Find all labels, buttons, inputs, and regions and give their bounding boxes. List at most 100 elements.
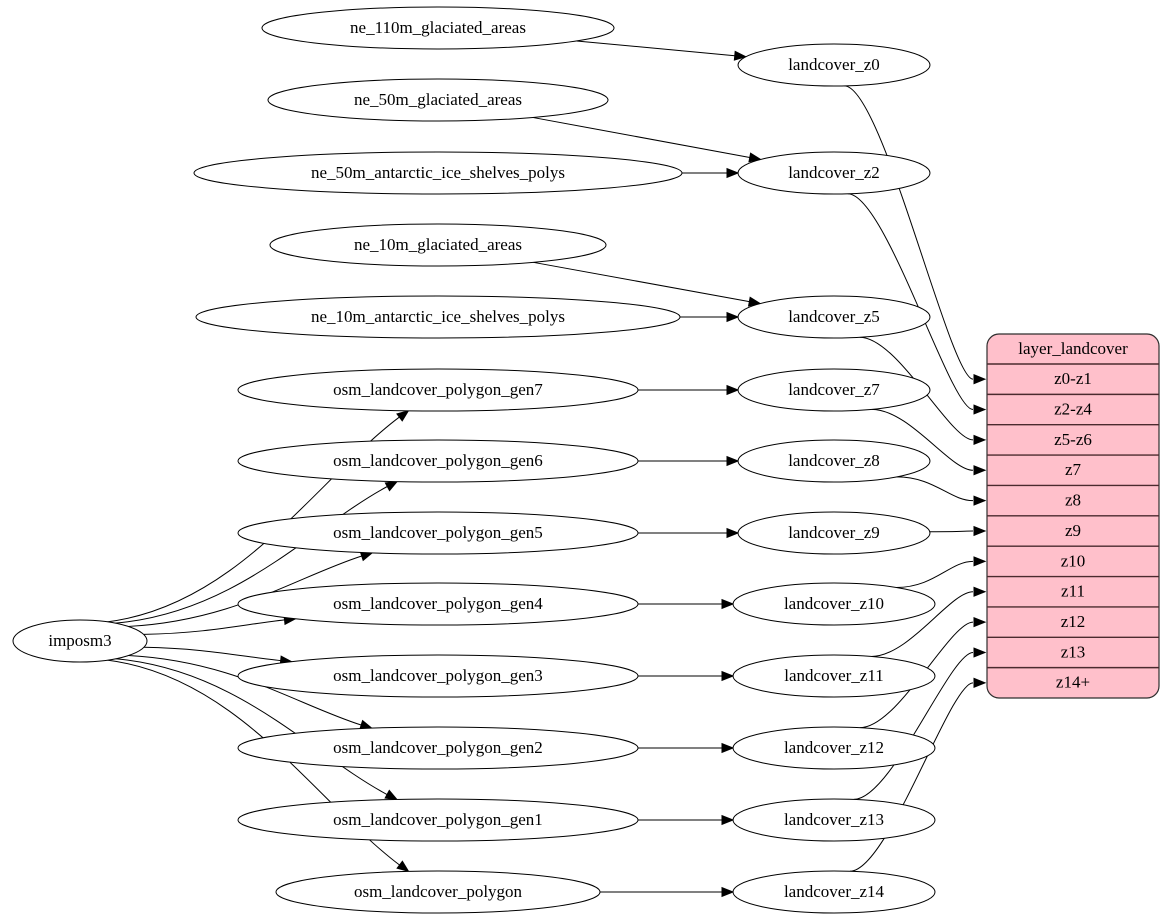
table-row-label: z11 xyxy=(1061,582,1085,601)
node-label: landcover_z11 xyxy=(784,666,883,685)
node-shape xyxy=(237,511,639,555)
table-row[interactable]: z5-z6 xyxy=(1054,430,1092,449)
node-landcover_z12[interactable]: landcover_z12 xyxy=(732,726,936,770)
table-row[interactable]: z7 xyxy=(1065,460,1082,479)
node-shape xyxy=(732,870,936,914)
table-row[interactable]: z2-z4 xyxy=(1054,399,1092,418)
edge-landcover_z11-to-layer_landcover_z11 xyxy=(871,591,974,657)
table-row-label: z10 xyxy=(1061,551,1086,570)
node-shape xyxy=(261,6,615,50)
node-osm_landcover_polygon_gen4[interactable]: osm_landcover_polygon_gen4 xyxy=(237,582,639,626)
node-landcover_z8[interactable]: landcover_z8 xyxy=(737,439,931,483)
arrow-head xyxy=(396,860,410,873)
arrow-head-shape xyxy=(973,434,987,446)
node-label: ne_10m_glaciated_areas xyxy=(354,235,522,254)
node-osm_landcover_polygon_gen1[interactable]: osm_landcover_polygon_gen1 xyxy=(237,798,639,842)
node-osm_landcover_polygon_gen2[interactable]: osm_landcover_polygon_gen2 xyxy=(237,726,639,770)
node-label: osm_landcover_polygon_gen7 xyxy=(333,380,543,399)
arrow-head xyxy=(973,525,987,537)
arrow-head xyxy=(726,455,740,467)
arrow-head-shape xyxy=(384,480,399,492)
node-landcover_z5[interactable]: landcover_z5 xyxy=(737,295,931,339)
node-shape xyxy=(195,295,681,339)
node-osm_landcover_polygon_gen3[interactable]: osm_landcover_polygon_gen3 xyxy=(237,654,639,698)
edge-landcover_z8-to-layer_landcover_z8 xyxy=(896,476,974,502)
arrow-head xyxy=(384,480,399,492)
arrow-head-shape xyxy=(726,455,740,467)
node-osm_landcover_polygon_gen7[interactable]: osm_landcover_polygon_gen7 xyxy=(237,368,639,412)
node-label: landcover_z8 xyxy=(788,451,880,470)
node-shape xyxy=(237,654,639,698)
node-landcover_z2[interactable]: landcover_z2 xyxy=(737,151,931,195)
arrow-head xyxy=(726,311,740,323)
node-ne_50m_glaciated_areas[interactable]: ne_50m_glaciated_areas xyxy=(267,78,609,122)
node-label: osm_landcover_polygon_gen1 xyxy=(333,810,543,829)
layer-landcover-table[interactable]: layer_landcoverz0-z1z2-z4z5-z6z7z8z9z10z… xyxy=(986,333,1160,699)
edge-landcover_z13-to-layer_landcover_z13 xyxy=(853,651,974,800)
table-row-label: z12 xyxy=(1061,612,1086,631)
table-row[interactable]: z13 xyxy=(1061,642,1086,661)
edge-landcover_z14-to-layer_landcover_z14_ xyxy=(849,682,974,872)
node-shape xyxy=(237,582,639,626)
node-shape xyxy=(732,582,936,626)
edge-ne_10m_glaciated_areas-to-landcover_z5 xyxy=(533,261,750,303)
arrow-head-shape xyxy=(733,50,748,61)
edge-landcover_z9-to-layer_landcover_z9 xyxy=(929,530,974,533)
arrow-head xyxy=(726,384,740,396)
node-osm_landcover_polygon[interactable]: osm_landcover_polygon xyxy=(275,870,601,914)
table-row[interactable]: z0-z1 xyxy=(1054,369,1092,388)
node-label: landcover_z7 xyxy=(788,380,880,399)
arrow-head xyxy=(721,814,735,826)
table-row[interactable]: z11 xyxy=(1061,582,1085,601)
arrow-head-shape xyxy=(973,556,987,567)
node-landcover_z11[interactable]: landcover_z11 xyxy=(732,654,936,698)
table-row[interactable]: z12 xyxy=(1061,612,1086,631)
node-shape xyxy=(237,439,639,483)
node-shape xyxy=(269,223,607,267)
node-ne_10m_antarctic_ice_shelves_polys[interactable]: ne_10m_antarctic_ice_shelves_polys xyxy=(195,295,681,339)
arrow-head xyxy=(733,50,748,61)
arrow-head-shape xyxy=(726,167,740,179)
table-row[interactable]: z8 xyxy=(1065,491,1081,510)
arrow-head-shape xyxy=(721,598,735,610)
node-ne_50m_antarctic_ice_shelves_polys[interactable]: ne_50m_antarctic_ice_shelves_polys xyxy=(193,151,683,195)
table-row[interactable]: z10 xyxy=(1061,551,1086,570)
node-label: landcover_z13 xyxy=(784,810,884,829)
node-label: osm_landcover_polygon xyxy=(354,882,523,901)
node-label: ne_10m_antarctic_ice_shelves_polys xyxy=(311,307,565,326)
node-imposm3[interactable]: imposm3 xyxy=(12,619,148,663)
node-landcover_z7[interactable]: landcover_z7 xyxy=(737,368,931,412)
node-landcover_z0[interactable]: landcover_z0 xyxy=(737,43,931,87)
node-landcover_z14[interactable]: landcover_z14 xyxy=(732,870,936,914)
node-shape xyxy=(237,798,639,842)
node-label: osm_landcover_polygon_gen3 xyxy=(333,666,543,685)
node-shape xyxy=(732,798,936,842)
node-osm_landcover_polygon_gen6[interactable]: osm_landcover_polygon_gen6 xyxy=(237,439,639,483)
edge-imposm3-to-osm_landcover_polygon_gen1 xyxy=(115,658,388,795)
node-landcover_z9[interactable]: landcover_z9 xyxy=(737,511,931,555)
edge-landcover_z7-to-layer_landcover_z7 xyxy=(871,408,974,471)
arrow-head-shape xyxy=(721,814,735,826)
node-shape xyxy=(732,726,936,770)
table-row-label: z13 xyxy=(1061,642,1086,661)
table-row[interactable]: z14+ xyxy=(1056,673,1090,692)
table-row-label: z9 xyxy=(1065,521,1081,540)
node-landcover_z10[interactable]: landcover_z10 xyxy=(732,582,936,626)
arrow-head xyxy=(721,886,735,898)
node-label: ne_50m_antarctic_ice_shelves_polys xyxy=(311,163,565,182)
arrow-head xyxy=(721,670,735,682)
node-osm_landcover_polygon_gen5[interactable]: osm_landcover_polygon_gen5 xyxy=(237,511,639,555)
node-label: osm_landcover_polygon_gen6 xyxy=(333,451,543,470)
node-ne_110m_glaciated_areas[interactable]: ne_110m_glaciated_areas xyxy=(261,6,615,50)
node-label: ne_50m_glaciated_areas xyxy=(354,90,522,109)
node-shape xyxy=(275,870,601,914)
node-ne_10m_glaciated_areas[interactable]: ne_10m_glaciated_areas xyxy=(269,223,607,267)
arrow-head xyxy=(721,598,735,610)
node-label: landcover_z12 xyxy=(784,738,884,757)
table-row[interactable]: z9 xyxy=(1065,521,1081,540)
table-row-label: z0-z1 xyxy=(1054,369,1092,388)
arrow-head xyxy=(973,465,987,476)
arrow-head xyxy=(726,167,740,179)
node-landcover_z13[interactable]: landcover_z13 xyxy=(732,798,936,842)
